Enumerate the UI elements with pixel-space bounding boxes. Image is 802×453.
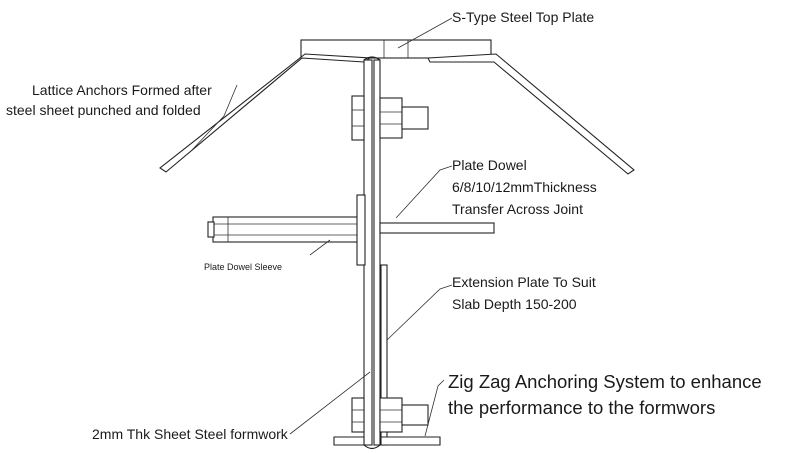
plate-dowel <box>379 222 495 234</box>
extension-plate-label-1: Extension Plate To Suit <box>452 274 596 290</box>
lattice-anchor-label-1: Lattice Anchors Formed after <box>32 82 212 98</box>
plate-dowel-sleeve <box>207 194 366 266</box>
zigzag-label-2: the performance to the formwors <box>448 397 715 418</box>
lattice-anchor-label-2: steel sheet punched and folded <box>6 102 201 118</box>
zigzag-label-1: Zig Zag Anchoring System to enhance <box>448 371 762 392</box>
plate-dowel-label-1: Plate Dowel <box>452 157 527 173</box>
plate-dowel-label-2: 6/8/10/12mmThickness <box>452 179 597 195</box>
top-plate-label: S-Type Steel Top Plate <box>452 9 594 25</box>
lattice-anchor-right <box>427 53 635 175</box>
extension-plate-label-2: Slab Depth 150-200 <box>452 296 577 312</box>
lower-bolt <box>351 397 429 433</box>
plate-dowel-label-3: Transfer Across Joint <box>452 201 583 217</box>
bottom-feet <box>333 436 441 450</box>
top-plate <box>300 39 492 59</box>
leader-lines <box>191 17 453 437</box>
plate-dowel-sleeve-label: Plate Dowel Sleeve <box>204 262 282 272</box>
upper-bolt <box>351 95 429 141</box>
formwork-sheet <box>363 56 381 446</box>
sheet-formwork-label: 2mm Thk Sheet Steel formwork <box>92 426 289 442</box>
